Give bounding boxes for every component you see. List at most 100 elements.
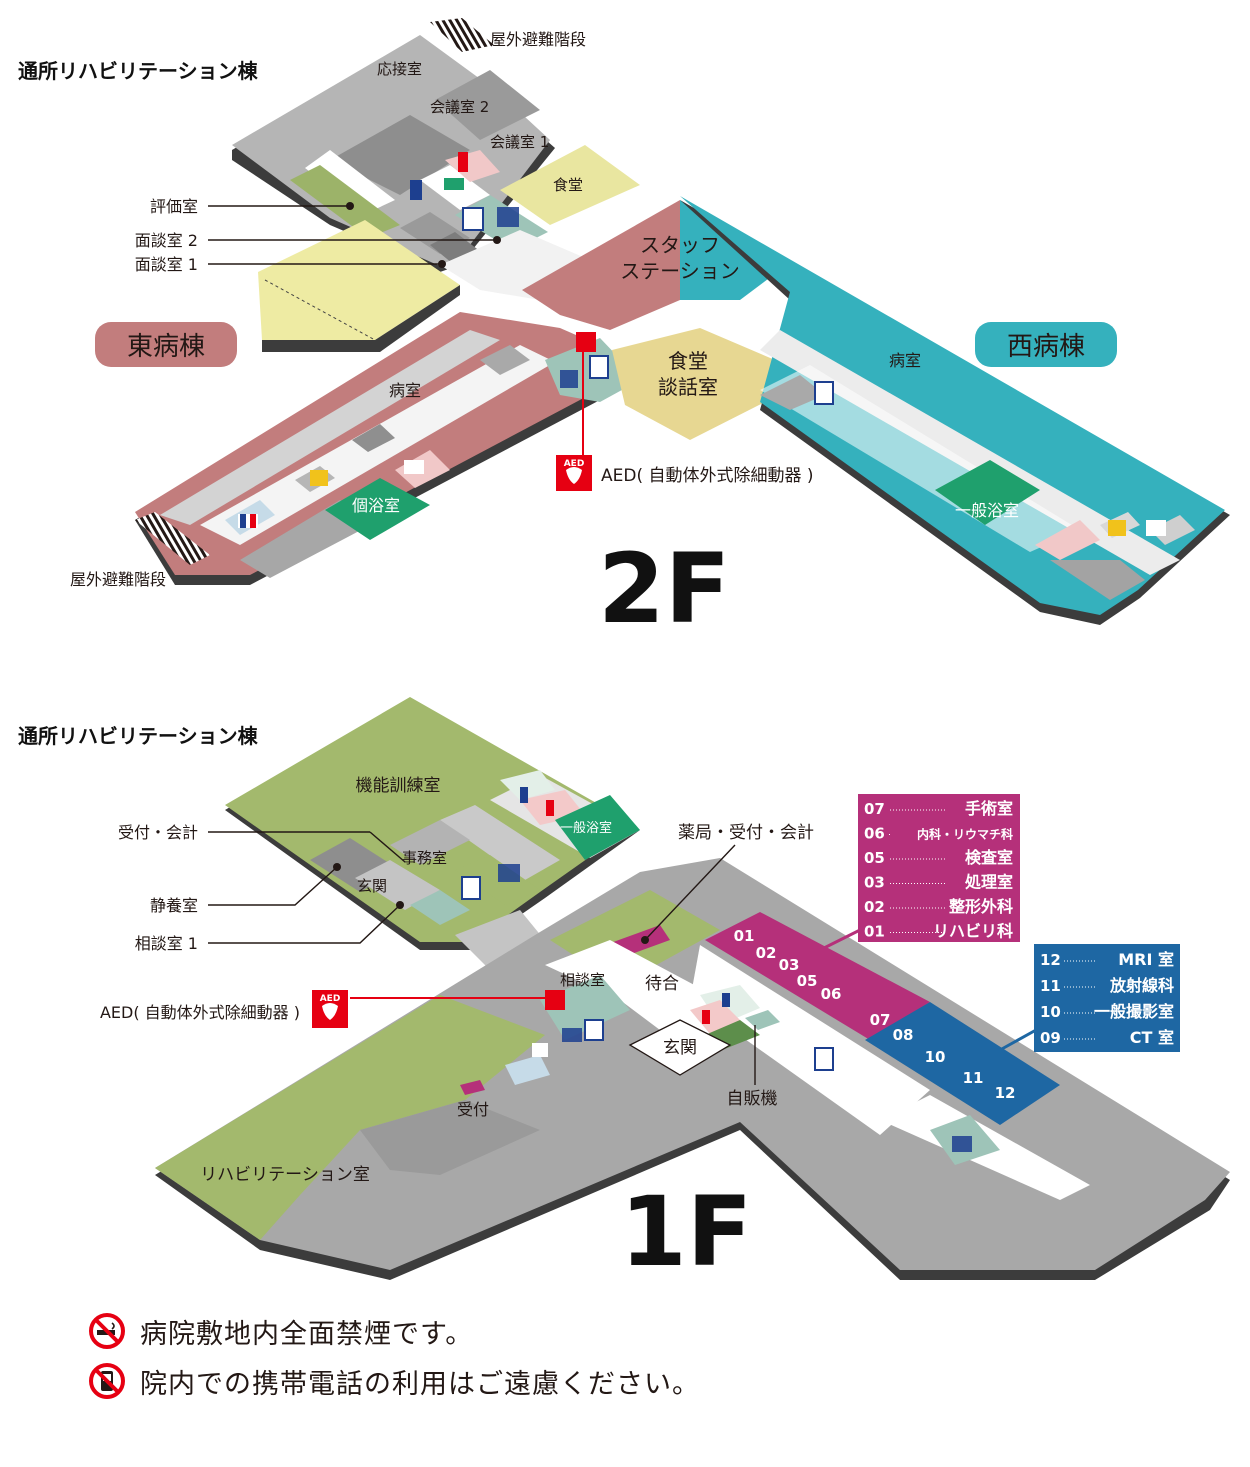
general-bath-1f-label: 一般浴室 [560,820,612,836]
legend-imaging-number: 12 [1040,951,1061,969]
legend-clinic-number: 02 [864,898,885,916]
west-ward-badge: 西病棟 [975,322,1117,367]
legend-clinic-number: 01 [864,923,885,941]
legend-clinic-name: 内科・リウマチ科 [917,827,1013,842]
aed-label-2f: AED( 自動体外式除細動器 ) [601,466,814,486]
interview-room-2-label: 面談室 2 [135,231,198,250]
evaluation-room-2f [290,165,400,238]
legend-imaging-number: 09 [1040,1029,1061,1047]
zone-number: 08 [893,1026,914,1044]
meeting-room-2-label: 会議室 2 [430,98,489,116]
aed-label-1f: AED( 自動体外式除細動器 ) [100,1003,300,1022]
entrance-label: 玄関 [663,1038,697,1058]
legend-clinic-number: 03 [864,874,885,892]
meeting-room-1-label: 会議室 1 [490,133,549,151]
floor-1f-label: 1F [620,1176,752,1288]
outdoor-stairs-top-2f [430,18,494,52]
restroom-icon-east [238,460,1166,536]
reception-label: 受付 [457,1100,489,1119]
dining-lounge-2f [612,328,775,440]
legend-imaging-name: MRI 室 [1118,950,1174,969]
outdoor-stairs-bottom-label: 屋外避難階段 [70,570,166,589]
training-room-1f [225,697,635,942]
imaging-zone-1f [865,1002,1060,1125]
dining-top-label: 食堂 [553,176,583,194]
no-phone-icon [89,1363,125,1399]
aed-marker-2f: AED [556,332,596,491]
office-label: 事務室 [402,849,447,867]
reception-accounting-label: 受付・会計 [118,823,198,842]
entrance-small-label: 玄関 [357,877,387,895]
staff-station-label-2: ステーション [620,259,740,283]
zone-number: 05 [797,972,818,990]
east-ward-badge: 東病棟 [95,322,237,367]
elevator-icon-1f [461,864,972,1152]
clinic-zone-1f [705,912,930,1040]
dining-top-2f [500,145,640,225]
zone-number: 12 [995,1084,1016,1102]
west-ward-label: 西病棟 [1007,332,1085,362]
aed-marker-1f: AED [312,990,565,1028]
ward-room-east-label: 病室 [389,381,421,400]
rest-room-label: 静養室 [150,896,198,915]
general-bath-2f-label: 一般浴室 [955,501,1019,520]
outdoor-stairs-top-label: 屋外避難階段 [490,30,586,49]
terrace-2f [258,220,460,340]
legend-clinic-name: 整形外科 [948,897,1013,916]
notice-no-phone-text: 院内での携帯電話の利用はご遠慮ください。 [140,1368,700,1400]
dining-label-2: 談話室 [658,375,718,399]
legend-imaging-name: 一般撮影室 [1094,1002,1174,1021]
aed-badge-1f: AED [320,994,341,1004]
legend-clinic-name: 手術室 [965,799,1013,818]
pharmacy-label: 薬局・受付・会計 [678,823,814,843]
reception-room-label: 応接室 [377,60,422,78]
floor-1f [155,697,1230,1280]
private-bath-label: 個浴室 [352,496,400,515]
zone-number: 03 [779,956,800,974]
aed-badge-2f: AED [564,459,585,469]
notice-no-smoking-text: 病院敷地内全面禁煙です。 [140,1318,474,1350]
notice-no-smoking: 病院敷地内全面禁煙です。 [88,1308,988,1354]
no-smoking-icon [89,1313,125,1349]
legend-imaging-number: 11 [1040,977,1061,995]
zone-number: 11 [963,1069,984,1087]
zone-number: 06 [821,985,842,1003]
notice-no-phone: 院内での携帯電話の利用はご遠慮ください。 [88,1358,988,1404]
general-bath-2f [935,460,1040,525]
legend-clinic-number: 07 [864,800,885,818]
evaluation-room-label: 評価室 [150,197,198,216]
floor-2f-label: 2F [598,533,730,645]
restroom-icon [410,152,468,200]
rehab-room-label: リハビリテーション室 [200,1165,370,1185]
general-bath-1f [555,795,640,860]
restroom-icon-1f [520,787,730,1057]
elevator-icon [462,207,834,405]
zone-number: 07 [870,1011,891,1029]
entrance-1f[interactable] [628,1019,732,1076]
legend-clinic-name: リハビリ科 [933,922,1013,941]
dining-label-1: 食堂 [668,349,708,373]
interview-room-1-label: 面談室 1 [135,255,198,274]
bath-icon [310,470,1126,536]
legend-imaging-number: 10 [1040,1003,1061,1021]
notices: 病院敷地内全面禁煙です。 院内での携帯電話の利用はご遠慮ください。 [88,1308,988,1408]
ward-room-west-label: 病室 [889,351,921,370]
legend-clinic-number: 06 [864,825,885,843]
building-label-1f: 通所リハビリテーション棟 [18,724,259,748]
rehab-room-1f [155,995,545,1240]
vending-label: 自販機 [727,1089,778,1109]
building-label-2f: 通所リハビリテーション棟 [18,59,259,83]
east-ward-label: 東病棟 [127,332,205,362]
outdoor-stairs-bottom-2f [135,512,210,565]
floor-map: 屋外避難階段 通所リハビリテーション棟 応接室 会議室 2 会議室 1 食堂 評… [18,18,1230,1288]
private-bath-2f [325,478,430,540]
waiting-label: 待合 [645,974,679,994]
legend-clinic-name: 検査室 [965,848,1013,867]
consult-room-1-label: 相談室 1 [135,934,198,953]
zone-number: 02 [756,944,777,962]
staff-station-label-1: スタッフ [640,233,720,257]
zone-number: 10 [925,1048,946,1066]
